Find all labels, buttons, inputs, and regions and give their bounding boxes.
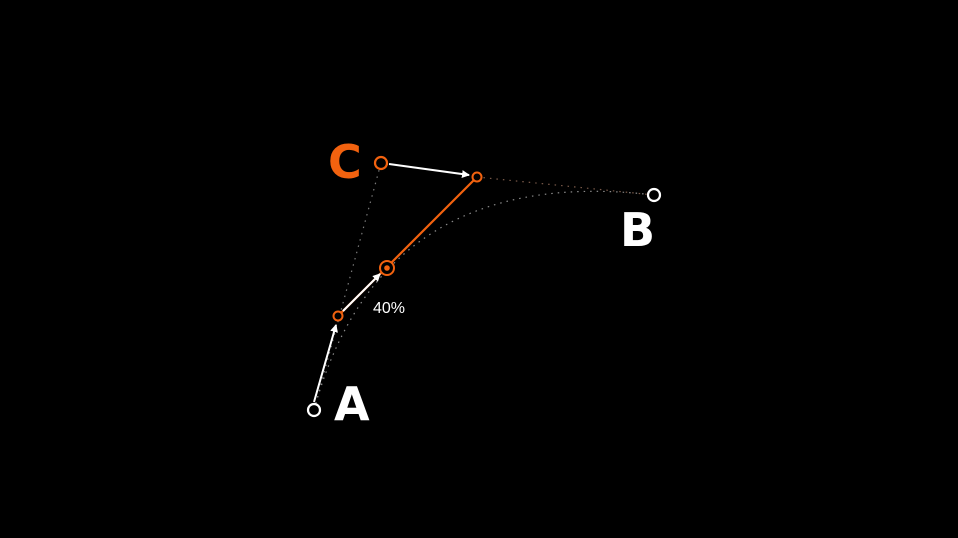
point-c (373, 155, 389, 171)
label-a: A (334, 377, 370, 431)
label-c: C (328, 135, 362, 189)
point-b (646, 187, 662, 203)
arrow-c-to-p2 (388, 163, 470, 179)
point-a (306, 402, 322, 418)
percent-label: 40% (373, 300, 405, 317)
point-p1 (332, 310, 344, 322)
point-p2 (471, 171, 483, 183)
guide-line-a-c (313, 162, 382, 411)
curve-point-target (379, 260, 395, 276)
arrow-a-to-p1 (313, 324, 338, 403)
arrow-p1-to-point (342, 273, 381, 312)
label-b: B (620, 203, 655, 257)
